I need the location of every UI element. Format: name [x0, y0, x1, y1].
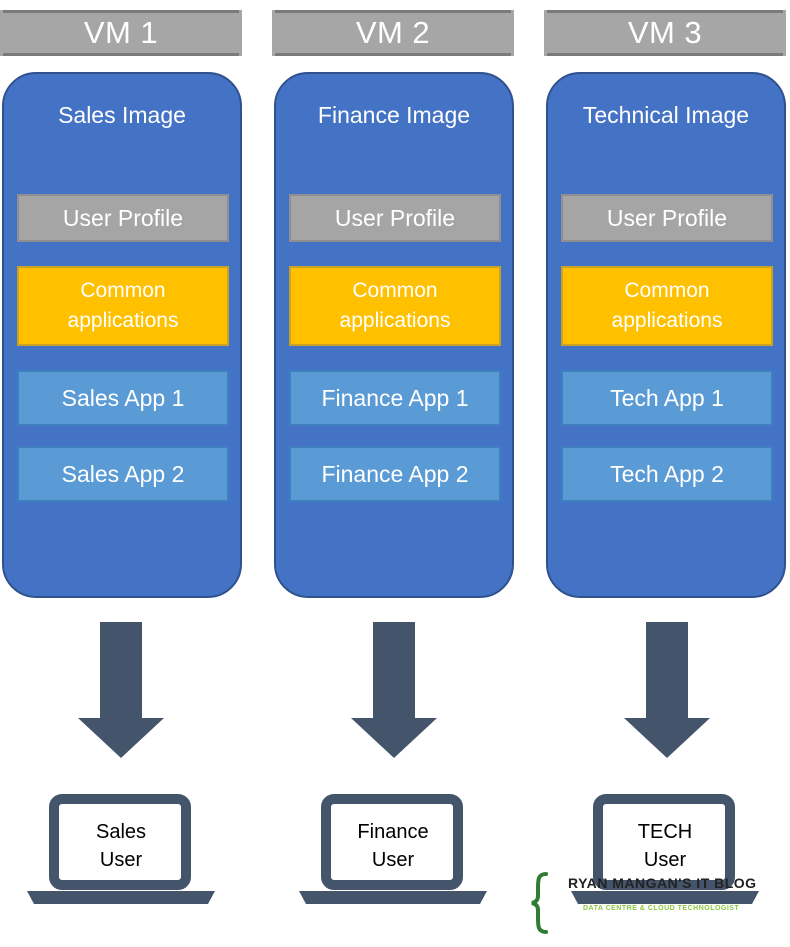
down-arrow-icon — [78, 622, 164, 758]
user-label-line2: User — [371, 849, 415, 871]
image-panel: Sales Image User Profile Common applicat… — [2, 72, 242, 598]
image-panel: Technical Image User Profile Common appl… — [546, 72, 786, 598]
laptop-icon — [299, 794, 487, 904]
image-panel: Finance Image User Profile Common applic… — [274, 72, 514, 598]
watermark-subtitle: DATA CENTRE & CLOUD TECHNOLOGIST — [583, 905, 740, 912]
laptop-icon — [571, 794, 759, 904]
image-title: Sales Image — [58, 102, 186, 128]
app-layer-2: Tech App 2 — [561, 446, 773, 502]
user-profile-layer: User Profile — [289, 194, 501, 242]
common-label-line1: Common — [624, 279, 710, 302]
image-title: Finance Image — [317, 102, 471, 128]
laptop-icon — [27, 794, 215, 904]
curly-brace-icon — [531, 872, 548, 934]
common-label-line2: applications — [339, 309, 451, 332]
common-applications-layer: Common applications — [289, 266, 501, 346]
common-label-line2: applications — [611, 309, 723, 332]
vm-column-2: VM 2 Finance Image User Profile Common a… — [272, 0, 514, 947]
user-label-line2: User — [643, 849, 687, 871]
vm-header: VM 3 — [544, 10, 786, 56]
app-layer-1: Sales App 1 — [17, 370, 229, 426]
app-layer-1: Finance App 1 — [289, 370, 501, 426]
laptop-user-label: Finance User — [324, 818, 462, 874]
vm-header: VM 2 — [272, 10, 514, 56]
common-label-line1: Common — [352, 279, 438, 302]
vm-header: VM 1 — [0, 10, 242, 56]
down-arrow-icon — [351, 622, 437, 758]
app-layer-2: Finance App 2 — [289, 446, 501, 502]
user-label-line1: Sales — [95, 821, 147, 843]
watermark-title: RYAN MANGAN'S IT BLOG — [568, 875, 757, 891]
common-label-line1: Common — [80, 279, 166, 302]
image-title: Technical Image — [582, 102, 750, 128]
laptop-user-label: Sales User — [52, 818, 190, 874]
vm-column-3: VM 3 Technical Image User Profile Common… — [544, 0, 786, 947]
user-label-line1: TECH — [637, 821, 693, 843]
laptop-user-label: TECH User — [596, 818, 734, 874]
app-layer-1: Tech App 1 — [561, 370, 773, 426]
common-applications-layer: Common applications — [561, 266, 773, 346]
vm-column-1: VM 1 Sales Image User Profile Common app… — [0, 0, 242, 947]
common-label-line2: applications — [67, 309, 179, 332]
user-profile-layer: User Profile — [17, 194, 229, 242]
user-profile-layer: User Profile — [561, 194, 773, 242]
app-layer-2: Sales App 2 — [17, 446, 229, 502]
user-label-line2: User — [99, 849, 143, 871]
blog-watermark: RYAN MANGAN'S IT BLOG DATA CENTRE & CLOU… — [528, 870, 768, 936]
down-arrow-icon — [624, 622, 710, 758]
user-label-line1: Finance — [357, 821, 429, 843]
common-applications-layer: Common applications — [17, 266, 229, 346]
